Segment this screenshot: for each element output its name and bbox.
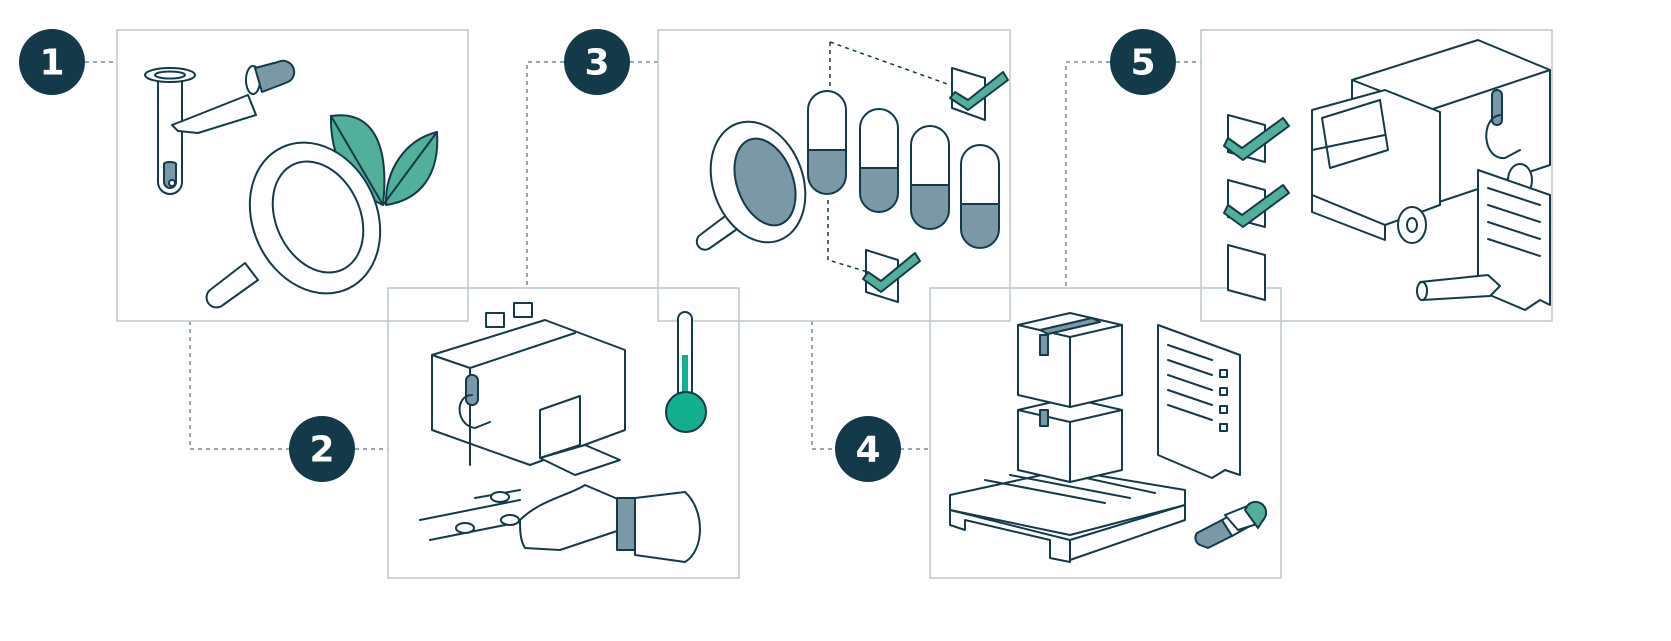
step-2-number: 2 <box>309 430 334 471</box>
capsule-quality-check-icon <box>695 41 1009 303</box>
step-3-panel <box>657 29 1011 322</box>
lab-sample-inspection-icon <box>144 59 439 309</box>
connectors <box>85 61 1201 450</box>
step-4-badge: 4 <box>835 416 901 482</box>
step-1-number: 1 <box>39 43 64 84</box>
step-2-badge: 2 <box>289 416 355 482</box>
capsules <box>807 90 1000 249</box>
step-1-panel <box>116 29 469 322</box>
step-3-badge: 3 <box>564 29 630 95</box>
delivery-truck-icon <box>1223 39 1551 311</box>
step-2-panel <box>387 287 740 579</box>
packaging-pallet-icon <box>949 312 1268 563</box>
step-1-badge: 1 <box>19 29 85 95</box>
step-5-badge: 5 <box>1110 29 1176 95</box>
manufacturing-facility-icon <box>419 302 707 563</box>
step-3-number: 3 <box>584 43 609 84</box>
step-4-panel <box>929 287 1282 579</box>
step-5-panel <box>1200 29 1553 322</box>
step-4-number: 4 <box>855 430 880 471</box>
step-5-number: 5 <box>1130 43 1155 84</box>
